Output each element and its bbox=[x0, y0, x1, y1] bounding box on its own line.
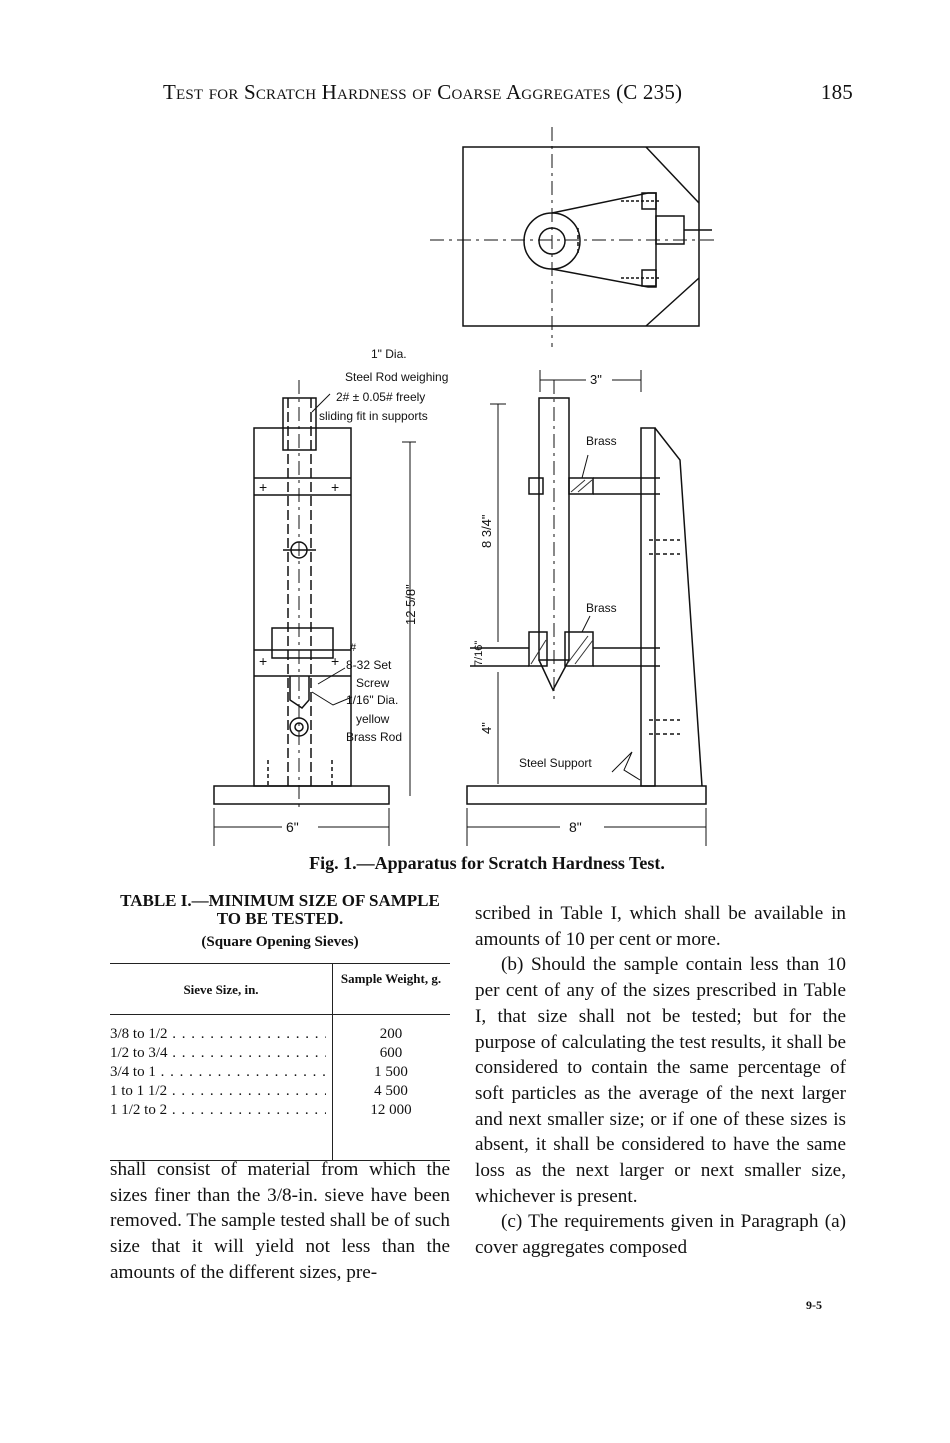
svg-text:+: + bbox=[331, 479, 339, 495]
running-head-title: Test for Scratch Hardness of Coarse Aggr… bbox=[163, 80, 683, 104]
column-divider bbox=[332, 964, 333, 1160]
width-top-right-label: 3" bbox=[590, 372, 602, 387]
rod-note-line3: 2# ± 0.05# freely bbox=[336, 390, 425, 404]
cell-weight: 1 500 bbox=[374, 1064, 408, 1080]
brass-upper-label: Brass bbox=[586, 434, 617, 448]
plan-view bbox=[430, 127, 715, 347]
cell-size: 3/8 to 1/2 bbox=[110, 1026, 326, 1043]
paragraph: shall consist of material from which the… bbox=[110, 1159, 450, 1283]
svg-text:+: + bbox=[259, 479, 267, 495]
rod-note-line4: sliding fit in supports bbox=[319, 409, 428, 423]
table-row: 1/2 to 3/4 600 bbox=[110, 1045, 450, 1064]
height-upper-right-label: 8 3/4" bbox=[479, 514, 494, 548]
svg-text:+: + bbox=[331, 653, 339, 669]
cell-size: 1/2 to 3/4 bbox=[110, 1045, 326, 1062]
brass-lower-label: Brass bbox=[586, 601, 617, 615]
brass-rod-label1: 1/16" Dia. bbox=[346, 693, 398, 707]
brass-rod-label3: Brass Rod bbox=[346, 730, 402, 744]
col-header-weight: Sample Weight, g. bbox=[340, 971, 442, 986]
apparatus-figure: + + + + bbox=[213, 127, 715, 846]
folio-mark: 9-5 bbox=[806, 1298, 822, 1312]
page-number: 185 bbox=[820, 80, 853, 104]
table-row: 3/8 to 1/2 200 bbox=[110, 1026, 450, 1045]
set-screw-hash: # bbox=[350, 642, 357, 654]
set-screw-label1: 8-32 Set bbox=[346, 658, 392, 672]
set-screw-label2: Screw bbox=[356, 676, 390, 690]
brass-rod-label2: yellow bbox=[356, 712, 390, 726]
width-left-label: 6" bbox=[286, 819, 299, 835]
paragraph: (b) Should the sample contain less than … bbox=[475, 954, 846, 1207]
paragraph: scribed in Table I, which shall be avail… bbox=[475, 903, 846, 950]
side-elevation bbox=[466, 370, 707, 846]
table-row: 3/4 to 1 1 500 bbox=[110, 1064, 450, 1083]
front-elevation: + + + + bbox=[213, 380, 416, 846]
cell-size: 3/4 to 1 bbox=[110, 1064, 326, 1081]
rod-note-line1: 1" Dia. bbox=[371, 347, 407, 361]
cell-size: 1 to 1 1/2 bbox=[110, 1083, 326, 1100]
height-small-right-label: 7/16" bbox=[473, 641, 485, 666]
table-row: 1 1/2 to 2 12 000 bbox=[110, 1102, 450, 1121]
cell-weight: 200 bbox=[379, 1026, 403, 1042]
table-title: TABLE I.—MINIMUM SIZE OF SAMPLE TO BE TE… bbox=[120, 891, 440, 928]
rod-note-line2: Steel Rod weighing bbox=[345, 370, 448, 384]
cell-weight: 4 500 bbox=[374, 1083, 408, 1099]
figure-caption: Fig. 1.—Apparatus for Scratch Hardness T… bbox=[309, 853, 665, 873]
table-block: TABLE I.—MINIMUM SIZE OF SAMPLE TO BE TE… bbox=[110, 892, 450, 1161]
table-subtitle: (Square Opening Sieves) bbox=[201, 934, 359, 950]
table-row: 1 to 1 1/2 4 500 bbox=[110, 1083, 450, 1102]
header-rule bbox=[110, 1014, 450, 1015]
height-left-label: 12 5/8" bbox=[403, 584, 418, 625]
right-column-text: scribed in Table I, which shall be avail… bbox=[475, 901, 846, 1261]
height-lower-right-label: 4" bbox=[479, 722, 494, 734]
left-column-text: shall consist of material from which the… bbox=[110, 1157, 450, 1286]
col-header-size: Sieve Size, in. bbox=[183, 982, 259, 997]
cell-weight: 600 bbox=[379, 1045, 403, 1061]
cell-weight: 12 000 bbox=[370, 1102, 412, 1118]
paragraph: (c) The requirements given in Paragraph … bbox=[475, 1211, 846, 1259]
cell-size: 1 1/2 to 2 bbox=[110, 1102, 326, 1119]
steel-support-label: Steel Support bbox=[519, 756, 592, 770]
size-table: Sieve Size, in. Sample Weight, g. 3/8 to… bbox=[110, 963, 450, 1161]
width-right-label: 8" bbox=[569, 819, 582, 835]
svg-text:+: + bbox=[259, 653, 267, 669]
brass-hatching bbox=[530, 479, 594, 665]
